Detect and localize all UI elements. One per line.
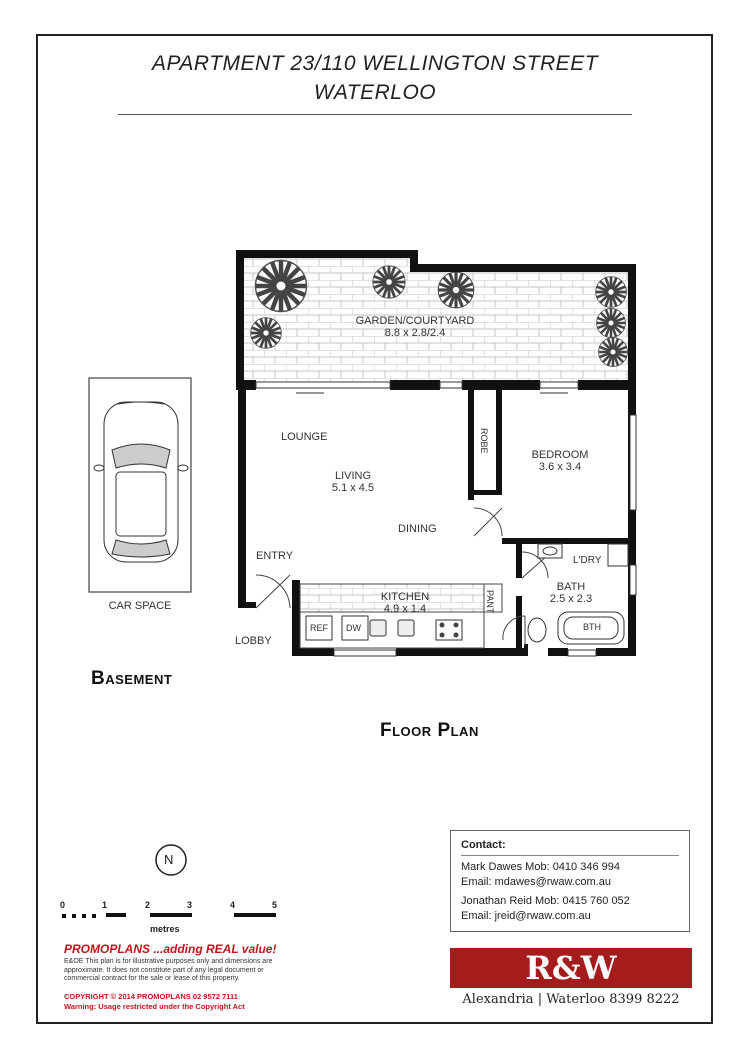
label-floor-plan: Floor Plan (380, 720, 479, 741)
north-label: N (164, 852, 174, 867)
contact-box: Contact: Mark Dawes Mob: 0410 346 994 Em… (450, 830, 690, 932)
laundry-tub (607, 543, 629, 567)
car-icon (93, 401, 189, 563)
cooktop (435, 619, 463, 641)
label-basement: Basement (91, 668, 173, 689)
scale-bar (62, 913, 276, 918)
label-bathtub: BTH (583, 622, 601, 632)
agent1-email[interactable]: Email: mdawes@rwaw.com.au (461, 876, 611, 888)
label-entry: ENTRY (256, 550, 294, 562)
scale-tick-3: 3 (187, 900, 193, 910)
promo-tagline: PROMOPLANS ...adding REAL value! (64, 942, 277, 956)
label-lobby: LOBBY (235, 635, 272, 647)
label-robe: ROBE (479, 428, 489, 454)
north-compass-icon (155, 844, 187, 876)
label-pantry: PANT (485, 590, 495, 614)
copyright-warning: Warning: Usage restricted under the Copy… (64, 1002, 245, 1011)
agent1-phone: Mark Dawes Mob: 0410 346 994 (461, 861, 620, 873)
label-car-space: CAR SPACE (108, 600, 172, 612)
agent2-phone: Jonathan Reid Mob: 0415 760 052 (461, 895, 630, 907)
car-space-bay (88, 377, 192, 593)
label-fridge: REF (310, 623, 328, 633)
contact-heading: Contact: (461, 839, 506, 851)
label-lounge: LOUNGE (281, 431, 328, 443)
copyright: COPYRIGHT © 2014 PROMOPLANS 02 9572 7111 (64, 992, 238, 1001)
agent2-email[interactable]: Email: jreid@rwaw.com.au (461, 910, 591, 922)
agency-offices: Alexandria | Waterloo 8399 8222 (462, 992, 680, 1007)
scale-tick-2: 2 (145, 900, 151, 910)
door-swings (255, 507, 549, 646)
scale-tick-4: 4 (230, 900, 236, 910)
scale-tick-0: 0 (60, 900, 66, 910)
scale-unit: metres (150, 924, 180, 934)
scale-tick-5: 5 (272, 900, 278, 910)
property-address: APARTMENT 23/110 WELLINGTON STREET (151, 52, 599, 75)
pantry (483, 583, 503, 613)
toilet (527, 617, 547, 643)
page-border (36, 34, 713, 1024)
label-dishwasher: DW (346, 623, 361, 633)
title-divider (118, 114, 632, 115)
windows (255, 381, 637, 657)
garden-paving (243, 257, 630, 383)
label-dining: DINING (398, 523, 437, 535)
scale-tick-1: 1 (102, 900, 108, 910)
walls (236, 250, 636, 656)
label-laundry: L'DRY (573, 555, 602, 566)
property-suburb: WATERLOO (313, 81, 437, 104)
agency-logo: R&W (450, 948, 692, 988)
contact-divider (461, 855, 679, 856)
disclaimer: E&OE This plan is for illustrative purpo… (64, 958, 273, 982)
